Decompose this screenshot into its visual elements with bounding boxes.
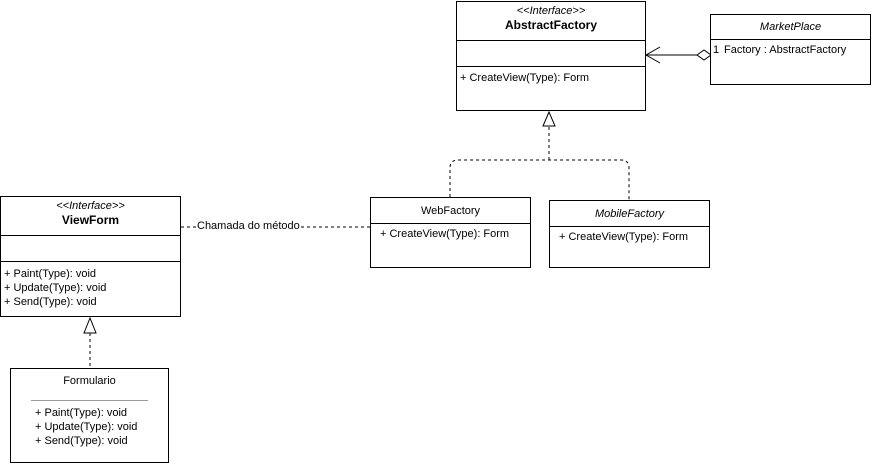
- view-form-method: + Send(Type): void: [4, 296, 97, 308]
- marketplace-name: MarketPlace: [759, 21, 822, 33]
- formulario-method: + Paint(Type): void: [35, 407, 128, 419]
- marketplace-attribute: Factory : AbstractFactory: [724, 44, 847, 56]
- abstract-factory-separator: [457, 66, 645, 67]
- marketplace-multiplicity: 1: [713, 44, 720, 56]
- realization-connector-formulario: [83, 316, 97, 368]
- abstract-factory-method: + CreateView(Type): Form: [460, 72, 590, 84]
- abstract-factory-separator: [457, 40, 645, 41]
- view-form-stereotype: <<Interface>>: [56, 200, 125, 212]
- formulario-class[interactable]: Formulario + Paint(Type): void + Update(…: [10, 368, 169, 463]
- view-form-method: + Update(Type): void: [4, 282, 107, 294]
- mobile-factory-method: + CreateView(Type): Form: [559, 231, 689, 243]
- view-form-separator: [1, 261, 180, 262]
- view-form-class[interactable]: <<Interface>> ViewForm + Paint(Type): vo…: [0, 196, 181, 317]
- web-factory-separator: [371, 223, 530, 224]
- formulario-name: Formulario: [63, 375, 116, 387]
- web-factory-class[interactable]: WebFactory + CreateView(Type): Form: [370, 197, 531, 268]
- view-form-separator: [1, 235, 180, 236]
- mobile-factory-separator: [550, 226, 709, 227]
- marketplace-separator: [711, 39, 870, 40]
- aggregation-connector: [644, 46, 712, 64]
- marketplace-class[interactable]: MarketPlace 1 Factory : AbstractFactory: [710, 14, 871, 85]
- view-form-method: + Paint(Type): void: [4, 268, 97, 280]
- connection-label: Chamada do método: [196, 220, 301, 233]
- realization-connector-factories: [449, 110, 630, 200]
- web-factory-name: WebFactory: [420, 205, 481, 217]
- web-factory-method: + CreateView(Type): Form: [380, 228, 510, 240]
- formulario-method: + Update(Type): void: [35, 421, 138, 433]
- abstract-factory-name: AbstractFactory: [504, 18, 598, 32]
- mobile-factory-name: MobileFactory: [594, 208, 665, 220]
- abstract-factory-stereotype: <<Interface>>: [516, 5, 586, 17]
- mobile-factory-class[interactable]: MobileFactory + CreateView(Type): Form: [549, 200, 710, 268]
- abstract-factory-class[interactable]: <<Interface>> AbstractFactory + CreateVi…: [456, 1, 646, 111]
- formulario-separator: [31, 400, 148, 401]
- formulario-method: + Send(Type): void: [35, 435, 128, 447]
- view-form-name: ViewForm: [61, 213, 120, 227]
